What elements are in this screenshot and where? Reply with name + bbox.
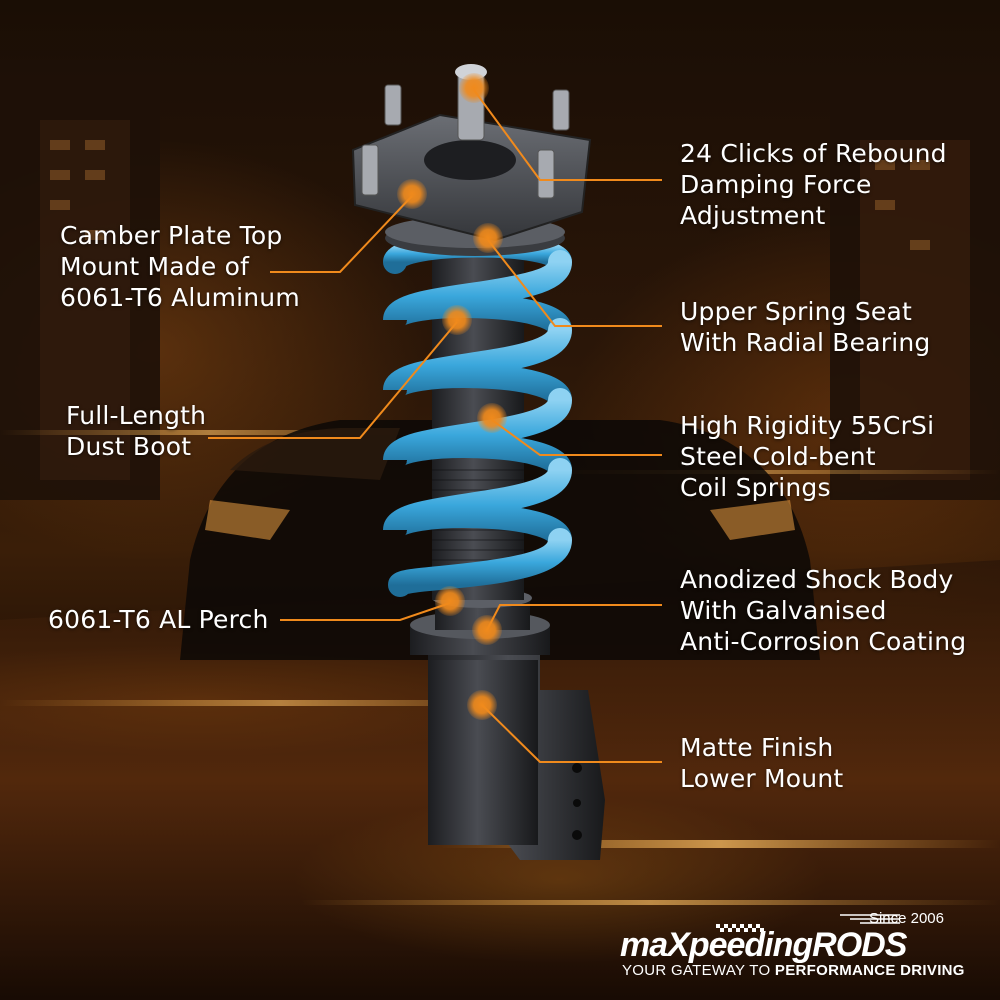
label-coil-springs: High Rigidity 55CrSi Steel Cold-bent Coi… [680,410,934,503]
brand-wordmark: maXpeedingRODS [620,926,908,965]
label-line: Full-Length [66,401,207,430]
label-rebound-damping: 24 Clicks of Rebound Damping Force Adjus… [680,138,947,231]
label-line: Steel Cold-bent [680,442,876,471]
label-line: Mount Made of [60,252,250,281]
label-line: High Rigidity 55CrSi [680,411,935,440]
brand-wordmark-part: maX [620,926,690,964]
label-line: Anodized Shock Body [680,565,954,594]
label-line: Adjustment [680,201,826,230]
label-line: 6061-T6 AL Perch [48,605,269,634]
label-line: Dust Boot [66,432,192,461]
brand-since: Since 2006 [868,910,944,927]
speed-lines-icon [840,914,900,924]
tagline-bold-text: PERFORMANCE DRIVING [774,962,965,979]
label-camber-plate: Camber Plate Top Mount Made of 6061-T6 A… [60,220,300,313]
label-perch: 6061-T6 AL Perch [48,604,269,635]
label-dust-boot: Full-Length Dust Boot [66,400,206,462]
label-line: Damping Force [680,170,872,199]
brand-tagline: YOUR GATEWAY TO PERFORMANCE DRIVING [622,962,965,979]
label-line: 24 Clicks of Rebound [680,139,947,168]
label-lower-mount: Matte Finish Lower Mount [680,732,843,794]
label-line: 6061-T6 Aluminum [60,283,300,312]
label-line: Coil Springs [680,473,831,502]
label-line: Matte Finish [680,733,834,762]
label-line: Lower Mount [680,764,844,793]
brand-wordmark-part: peedingRODS [688,926,908,964]
checkered-flag-icon [716,924,764,932]
label-line: Camber Plate Top [60,221,283,250]
label-spring-seat: Upper Spring Seat With Radial Bearing [680,296,930,358]
label-shock-body: Anodized Shock Body With Galvanised Anti… [680,564,966,657]
brand-logo: Since 2006 maXpeedingRODS YOUR GATEWAY T… [620,910,964,985]
label-line: Anti-Corrosion Coating [680,627,967,656]
label-line: With Radial Bearing [680,328,931,357]
label-line: Upper Spring Seat [680,297,913,326]
tagline-text: YOUR GATEWAY TO [622,962,775,979]
label-line: With Galvanised [680,596,887,625]
